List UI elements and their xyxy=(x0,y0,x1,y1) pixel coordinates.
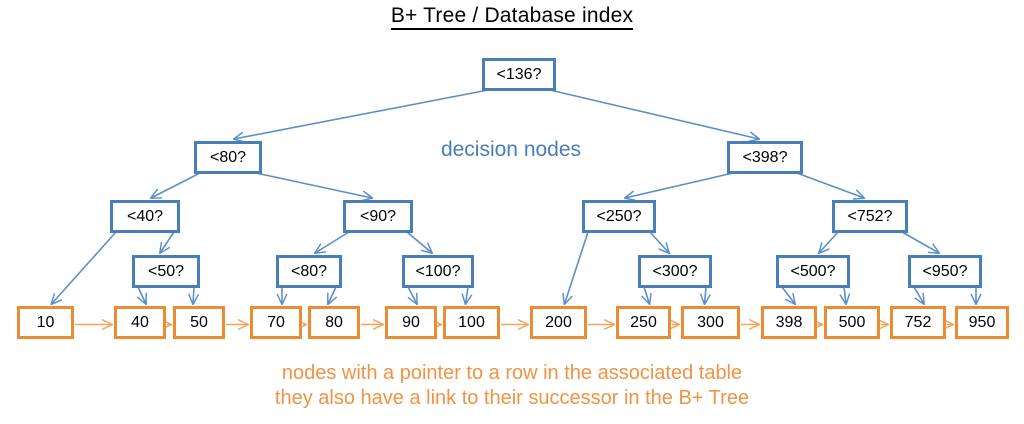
edge xyxy=(901,231,939,253)
leaf-node-l398: 398 xyxy=(761,306,817,339)
leaf-node-l500: 500 xyxy=(824,306,880,339)
node-label: <250? xyxy=(596,207,642,225)
node-label: <80? xyxy=(209,148,247,166)
edge xyxy=(796,172,864,198)
node-label: 90 xyxy=(402,313,420,331)
edge xyxy=(466,286,469,304)
edge xyxy=(193,286,194,304)
node-label: <90? xyxy=(359,207,397,225)
edge xyxy=(705,286,707,304)
decision-node-d300: <300? xyxy=(638,255,712,288)
leaf-node-l10: 10 xyxy=(17,306,74,339)
node-label: 40 xyxy=(131,313,149,331)
node-label: 100 xyxy=(458,313,485,331)
leaf-node-l300: 300 xyxy=(681,306,740,339)
edge xyxy=(406,231,432,253)
node-label: 250 xyxy=(630,313,657,331)
leaf-node-l250: 250 xyxy=(616,306,671,339)
edge xyxy=(565,231,589,304)
caption-line-2: they also have a link to their successor… xyxy=(274,387,750,409)
node-label: 300 xyxy=(697,313,724,331)
leaf-node-l200: 200 xyxy=(530,306,587,339)
decision-node-d40: <40? xyxy=(110,200,180,233)
edge xyxy=(625,172,734,198)
leaf-node-l40: 40 xyxy=(114,306,166,339)
edge xyxy=(160,231,175,253)
leaf-node-l50: 50 xyxy=(173,306,225,339)
decision-node-d100: <100? xyxy=(402,255,474,288)
edge xyxy=(328,286,336,304)
caption-line-1: nodes with a pointer to a row in the ass… xyxy=(281,362,743,384)
leaf-node-l950: 950 xyxy=(955,306,1009,339)
node-label: <50? xyxy=(147,262,185,280)
edge xyxy=(138,286,146,304)
edge xyxy=(649,231,669,253)
decision-node-d752: <752? xyxy=(832,200,908,233)
edge xyxy=(234,89,489,139)
decision-node-d80b: <80? xyxy=(276,255,342,288)
edge xyxy=(781,286,795,304)
edge xyxy=(644,286,650,304)
edge xyxy=(255,172,372,198)
node-label: <500? xyxy=(790,262,836,280)
decision-node-d50: <50? xyxy=(132,255,200,288)
edge xyxy=(407,286,417,304)
leaf-node-l90: 90 xyxy=(385,306,437,339)
node-label: 500 xyxy=(838,313,866,331)
node-label: <100? xyxy=(415,262,461,280)
decision-nodes-label: decision nodes xyxy=(440,138,582,161)
node-label: <752? xyxy=(847,207,893,225)
leaf-node-l752: 752 xyxy=(890,306,946,339)
node-label: <40? xyxy=(126,207,164,225)
edge xyxy=(549,89,759,139)
node-label: <300? xyxy=(652,262,698,280)
node-label: <136? xyxy=(496,65,542,83)
node-label: 752 xyxy=(904,313,932,331)
decision-node-d500: <500? xyxy=(776,255,850,288)
leaf-node-l100: 100 xyxy=(443,306,500,339)
page-title-text: B+ Tree / Database index xyxy=(390,4,634,30)
decision-node-d250: <250? xyxy=(582,200,656,233)
node-label: 10 xyxy=(36,313,55,331)
node-label: 50 xyxy=(190,313,208,331)
node-label: 70 xyxy=(267,313,285,331)
node-label: <80? xyxy=(290,262,328,280)
edge xyxy=(819,231,839,253)
leaf-node-l80: 80 xyxy=(308,306,360,339)
decision-node-d80a: <80? xyxy=(194,141,262,174)
decision-node-d136: <136? xyxy=(482,58,556,91)
leaf-nodes-caption: nodes with a pointer to a row in the ass… xyxy=(0,361,1024,411)
edge xyxy=(151,172,201,198)
decision-node-d90: <90? xyxy=(343,200,413,233)
edge xyxy=(913,286,924,304)
edge xyxy=(315,231,350,253)
decision-node-d950: <950? xyxy=(908,255,982,288)
node-label: 398 xyxy=(775,313,803,331)
decision-node-d398: <398? xyxy=(727,141,803,174)
node-label: <398? xyxy=(742,148,788,166)
node-label: <950? xyxy=(922,262,968,280)
leaf-node-l70: 70 xyxy=(250,306,302,339)
edge xyxy=(52,231,117,304)
node-label: 950 xyxy=(968,313,996,331)
page-title: B+ Tree / Database index xyxy=(0,4,1024,30)
edge xyxy=(844,286,846,304)
node-label: 80 xyxy=(325,313,343,331)
node-label: 200 xyxy=(545,313,572,331)
